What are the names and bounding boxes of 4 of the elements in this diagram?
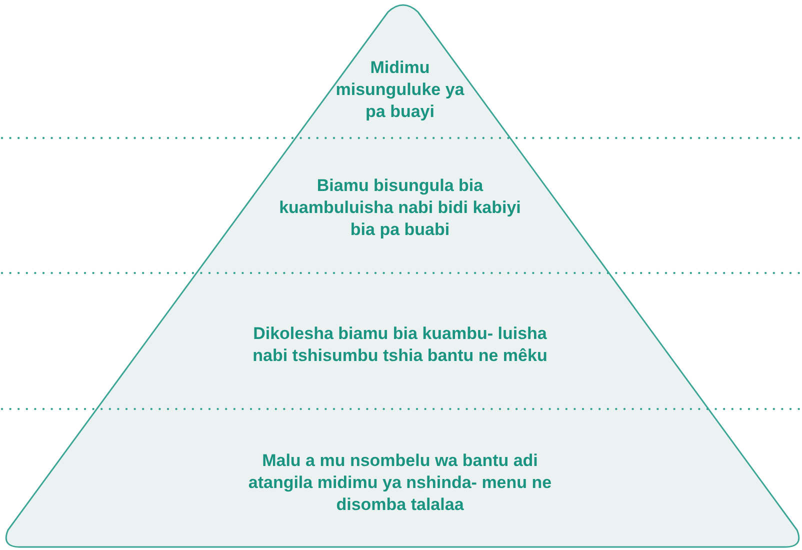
level-text: Dikolesha biamu bia kuambu- luisha nabi tshisumbu tshia bantu ne mêku [252,323,548,367]
level-text: Midimu misunguluke ya pa buayi [334,57,466,123]
level-text: Biamu bisungula bia kuambuluisha nabi bidi kabiyi bia pa buabi [278,174,522,240]
level-text: Malu a mu nsombelu wa bantu adi atangila midimu ya nshinda- menu ne disomba talalaa [247,450,553,516]
